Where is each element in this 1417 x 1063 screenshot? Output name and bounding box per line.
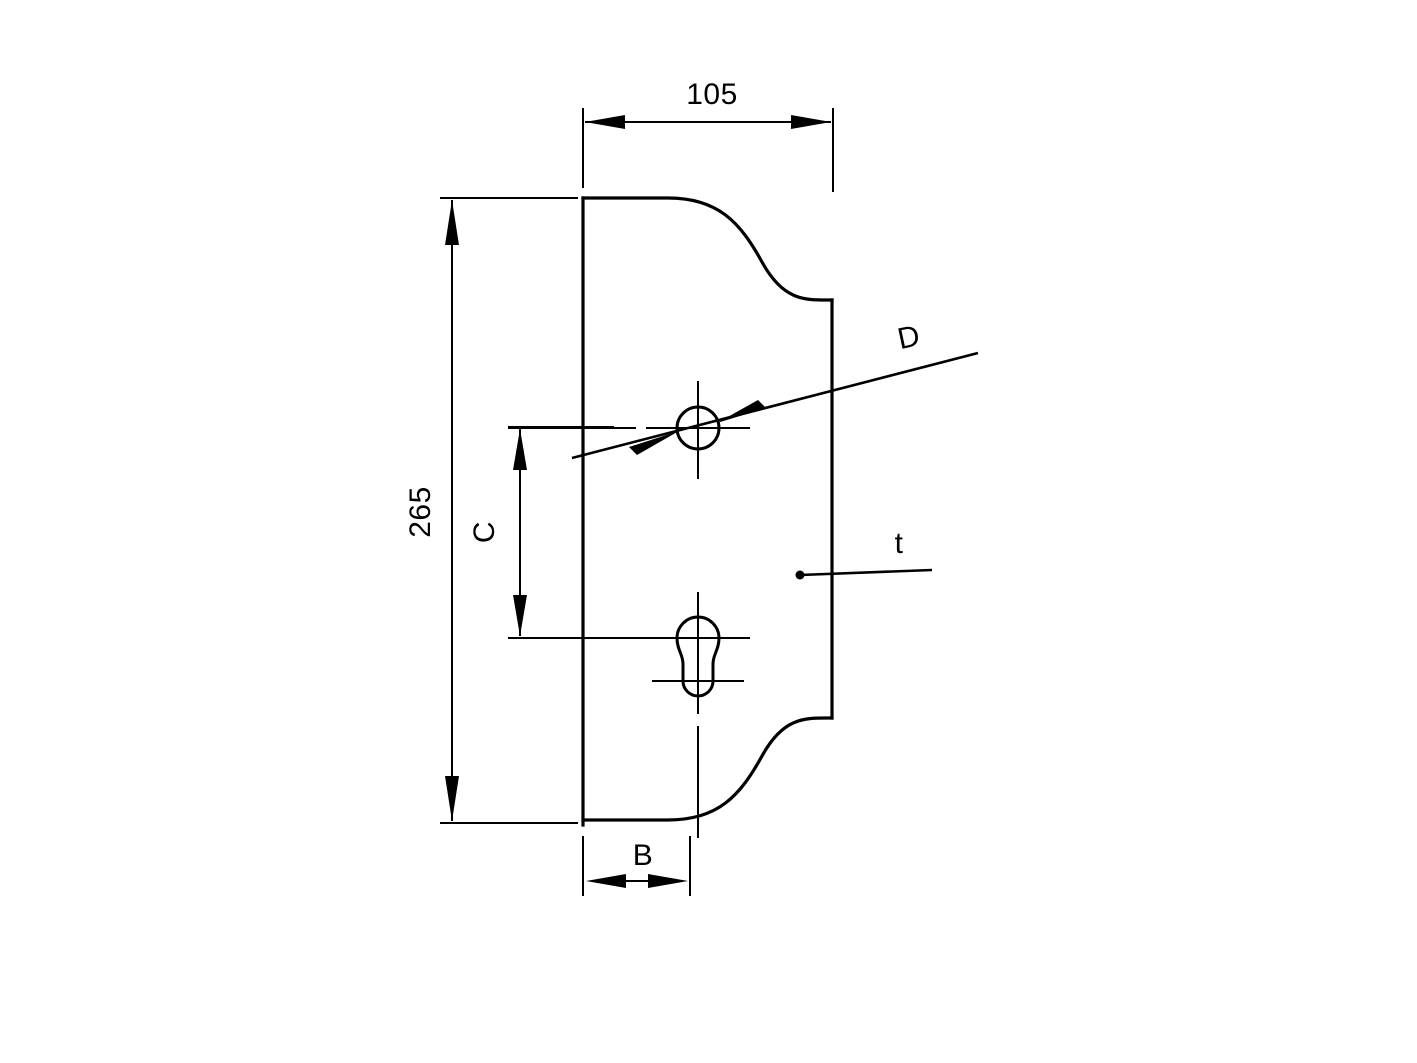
dimension-label-265: 265 (404, 486, 437, 538)
dimension-label-b: B (633, 839, 654, 872)
leader-label-d: D (895, 319, 924, 356)
leader-line-t (799, 568, 933, 577)
part-outline-group (581, 196, 834, 827)
dimension-label-c: C (468, 521, 501, 543)
leader-material-thickness-t: t (795, 527, 933, 580)
upper-fixing-hole-group (508, 381, 750, 479)
leader-label-t: t (895, 527, 904, 560)
dimension-width-105: 105 (582, 78, 834, 192)
dimension-height-265: 265 (404, 197, 578, 824)
part-top-profile (581, 196, 834, 302)
leader-dot-t (795, 570, 805, 580)
arrowhead-bottom-c (513, 595, 527, 636)
arrowhead-right-b (648, 874, 688, 888)
leader-line-d (571, 351, 979, 460)
arrowhead-bottom-265 (445, 776, 459, 821)
arrowhead-left-b (586, 874, 626, 888)
leader-hole-diameter-d: D (571, 319, 979, 460)
dimension-hole-spacing-c: C (468, 426, 614, 639)
arrowhead-inner-right-d (717, 400, 766, 423)
dimension-label-105: 105 (686, 78, 738, 111)
keyhole-group (508, 592, 750, 838)
dimension-edge-offset-b: B (582, 836, 691, 896)
part-bottom-profile (581, 716, 834, 822)
arrowhead-top-c (513, 429, 527, 470)
arrowhead-inner-left-d (629, 431, 679, 455)
arrowhead-right-105 (791, 115, 831, 129)
arrowhead-left-105 (585, 115, 625, 129)
arrowhead-top-265 (445, 200, 459, 245)
